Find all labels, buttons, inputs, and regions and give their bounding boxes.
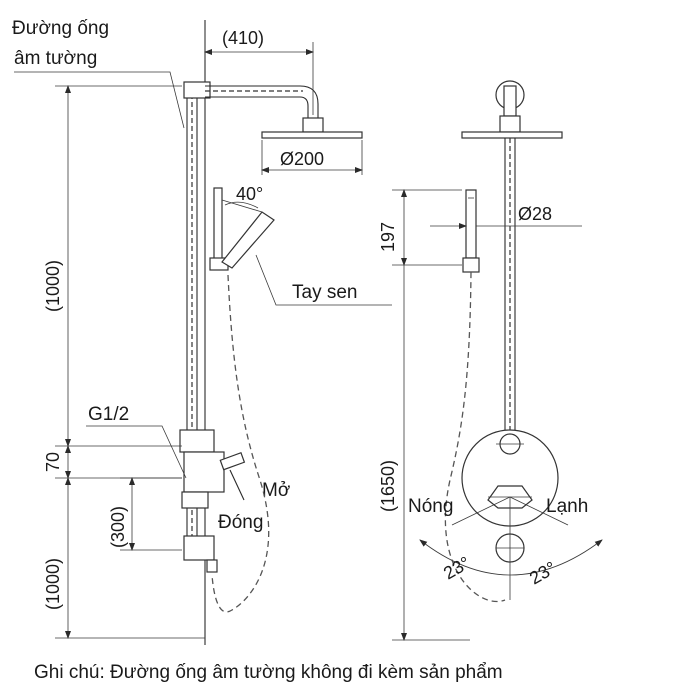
side-view: (410) Ø200 40° Tay sen Đường ống âm tườn…: [12, 18, 392, 645]
label-cold: Lạnh: [546, 496, 588, 517]
hand-shower-leader: [255, 254, 392, 306]
shower-head-neck: [302, 117, 324, 133]
footer-note: Ghi chú: Đường ống âm tường không đi kèm…: [34, 662, 503, 683]
label-open: Mở: [262, 480, 290, 501]
label-wall-pipe-line2: âm tường: [14, 48, 97, 69]
tub-spout: [183, 535, 215, 561]
angle-arc: [419, 539, 603, 576]
front-shower-head: [461, 131, 563, 139]
dim-valve-offset: 70: [43, 452, 63, 472]
shower-arm: [205, 85, 319, 118]
front-head-neck: [499, 115, 521, 133]
shower-head: [261, 131, 363, 139]
valve-lower-block: [181, 491, 209, 509]
dim-total-height: (1650): [378, 460, 398, 512]
dim-head-diameter: Ø200: [280, 149, 324, 169]
valve-handle-stem: [229, 469, 245, 501]
dim-valve-to-spout: (300): [108, 506, 128, 548]
front-view: 197 Ø28 (1650) Nóng Lạnh 23° 23°: [378, 80, 603, 641]
dim-upper-height: (1000): [43, 260, 63, 312]
hand-shower: [221, 211, 275, 269]
label-wall-pipe-line1: Đường ống: [12, 18, 109, 39]
dim-handle-angle-right: 23°: [526, 558, 560, 589]
angle-line-left: [451, 496, 511, 526]
front-hose: [444, 271, 506, 603]
hand-angle-arc: [224, 201, 259, 209]
label-thread: G1/2: [88, 404, 129, 425]
valve-body: [183, 451, 225, 493]
valve-upper-block: [179, 429, 215, 453]
front-hand-shower: [465, 189, 477, 259]
top-bracket-stem: [503, 85, 517, 117]
wall-pipe-leader: [14, 71, 185, 129]
riser-top-bracket: [183, 81, 211, 99]
valve-handle: [219, 452, 246, 471]
label-hand-shower: Tay sen: [292, 282, 357, 303]
dim-hand-height: 197: [378, 222, 398, 252]
dim-hand-diameter: Ø28: [518, 204, 552, 224]
angle-line-right: [509, 496, 569, 526]
label-close: Đóng: [218, 512, 263, 533]
hand-shower-hose: [211, 274, 270, 613]
slide-rail: [213, 187, 223, 269]
dim-lower-height: (1000): [43, 558, 63, 610]
hand-angle-ref: [221, 199, 263, 213]
thread-leader: [86, 425, 187, 479]
label-hot: Nóng: [408, 496, 453, 517]
dim-hand-angle: 40°: [236, 184, 263, 204]
dim-arm-length: (410): [222, 28, 264, 48]
spout-nozzle: [206, 559, 218, 573]
front-hand-holder: [462, 257, 480, 273]
